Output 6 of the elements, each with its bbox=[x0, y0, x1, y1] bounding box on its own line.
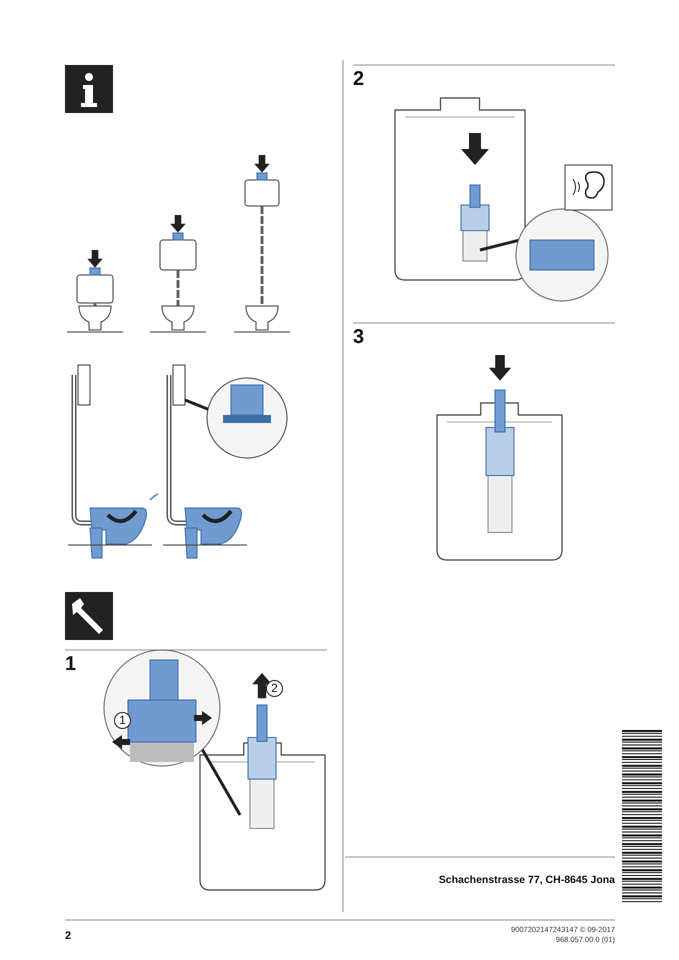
step-marker: 2 bbox=[266, 680, 283, 697]
page-number: 2 bbox=[65, 930, 72, 942]
address-text: Schachenstrasse 77, CH-8645 Jona bbox=[438, 874, 615, 886]
step-number: 3 bbox=[353, 326, 364, 349]
step-number: 1 bbox=[65, 653, 76, 676]
step-number: 2 bbox=[353, 68, 364, 91]
